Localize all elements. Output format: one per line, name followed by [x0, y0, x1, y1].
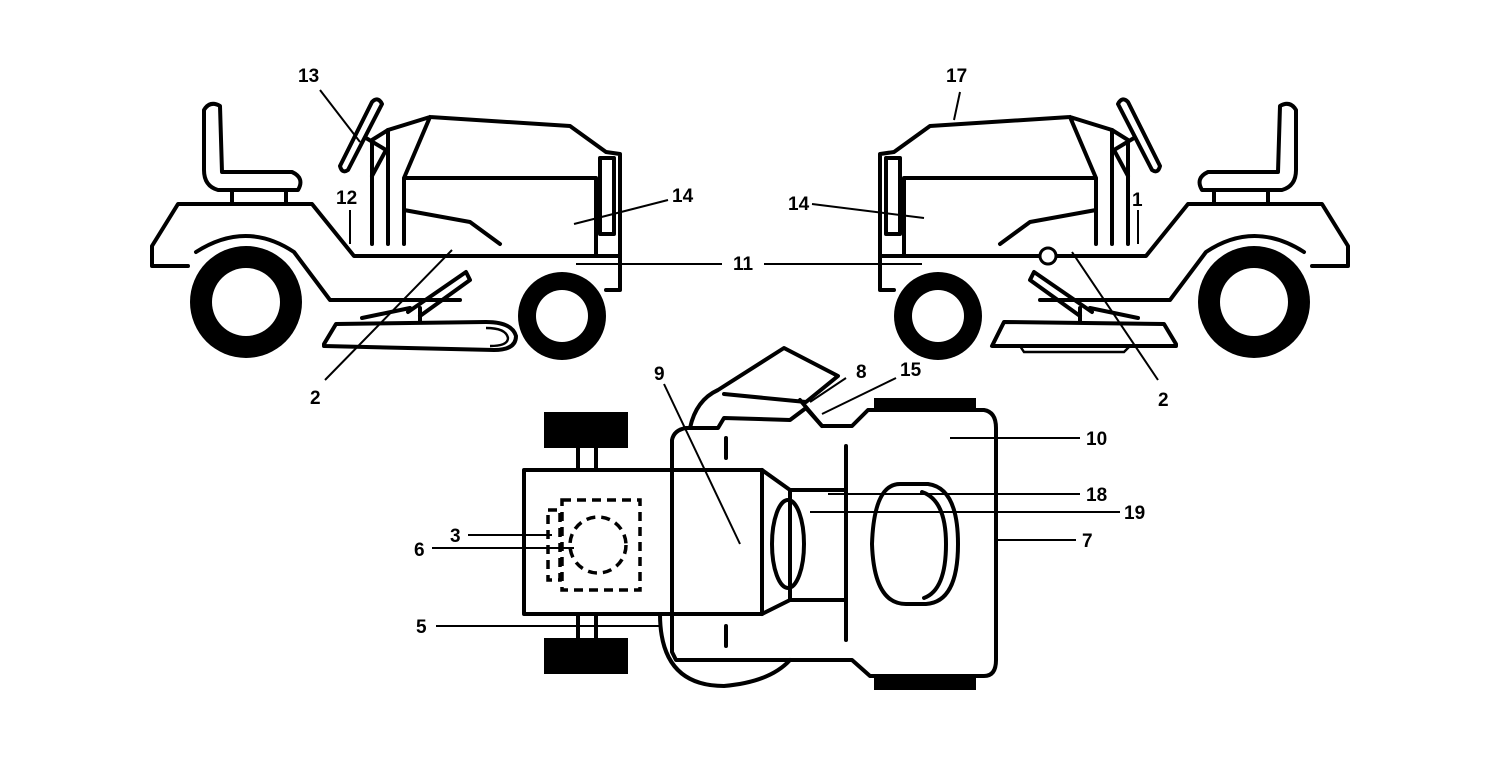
label-12: 12	[336, 188, 357, 209]
right-body	[878, 202, 1350, 292]
label-7: 7	[1082, 531, 1093, 552]
label-5: 5	[416, 617, 427, 638]
label-11: 11	[733, 254, 754, 275]
top-rear-tire-upper	[544, 412, 628, 448]
label-13: 13	[298, 66, 319, 87]
label-10: 10	[1086, 429, 1107, 450]
label-9: 9	[654, 364, 665, 385]
top-body	[670, 406, 998, 678]
label-18: 18	[1086, 485, 1107, 506]
label-6: 6	[414, 540, 425, 561]
top-discharge-chute	[688, 346, 840, 430]
leader-lines	[319, 89, 1159, 627]
label-19: 19	[1124, 503, 1145, 524]
label-15: 15	[900, 360, 922, 381]
right-seat	[1197, 101, 1298, 192]
right-side-tractor-view	[878, 97, 1350, 360]
label-8: 8	[856, 362, 867, 383]
top-rear-tire-lower	[544, 638, 628, 674]
right-mower-deck	[990, 320, 1178, 348]
label-2-right: 2	[1158, 390, 1169, 411]
left-side-tractor-view	[150, 97, 622, 360]
top-steering-wheel	[770, 498, 806, 590]
right-hood	[878, 115, 1114, 258]
left-hood	[386, 115, 622, 258]
left-mower-deck	[322, 320, 518, 352]
top-seat-box	[522, 468, 764, 616]
label-2-left: 2	[310, 388, 321, 409]
left-steering-wheel	[338, 97, 384, 174]
part-labels: 13 12 14 11 2 17 14 1 2 9 8 15 10 18 19 …	[298, 66, 1169, 638]
left-body	[150, 202, 622, 292]
label-1: 1	[1132, 190, 1143, 211]
top-view-tractor	[522, 346, 998, 690]
label-3: 3	[450, 526, 461, 547]
label-17: 17	[946, 66, 967, 87]
label-14-left: 14	[672, 186, 694, 207]
left-seat	[202, 101, 303, 192]
label-14-right: 14	[788, 194, 810, 215]
right-steering-wheel	[1116, 97, 1162, 174]
